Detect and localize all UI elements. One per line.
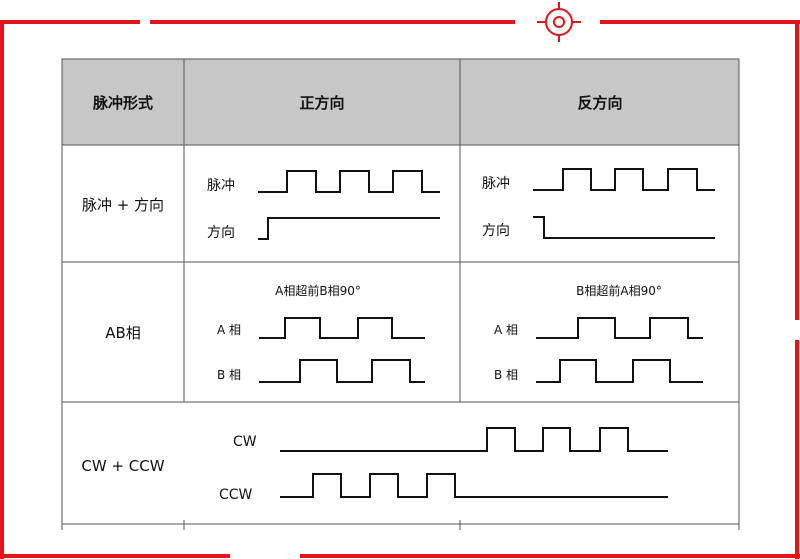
rev-a-wave xyxy=(536,317,703,339)
row-label-pulse-dir: 脉冲 + 方向 xyxy=(82,196,164,214)
rev-pulse-label: 脉冲 xyxy=(482,176,510,192)
header-background xyxy=(62,59,739,145)
fwd-b-wave xyxy=(259,359,425,383)
fwd-pulse-label: 脉冲 xyxy=(207,178,235,194)
rev-ab-caption: B相超前A相90° xyxy=(576,283,662,298)
fwd-b-label: B 相 xyxy=(217,368,241,382)
fwd-pulse-wave xyxy=(258,170,440,193)
header-forward: 正方向 xyxy=(299,94,344,112)
fwd-a-label: A 相 xyxy=(217,323,241,337)
rev-a-label: A 相 xyxy=(494,323,518,337)
red-frame xyxy=(0,20,800,559)
table-grid xyxy=(61,58,740,530)
cw-wave xyxy=(280,427,668,452)
fwd-dir-label: 方向 xyxy=(207,225,235,241)
cw-label: CW xyxy=(233,434,257,450)
rev-pulse-wave xyxy=(533,168,715,191)
ccw-label: CCW xyxy=(219,487,253,503)
header-reverse: 反方向 xyxy=(577,94,622,112)
fwd-dir-wave xyxy=(258,217,440,240)
fwd-ab-caption: A相超前B相90° xyxy=(275,283,361,298)
rev-b-wave xyxy=(536,359,703,383)
fwd-a-wave xyxy=(259,317,425,339)
crosshair-emblem-icon xyxy=(537,2,581,42)
row-label-ab: AB相 xyxy=(105,324,141,342)
rev-b-label: B 相 xyxy=(494,368,518,382)
rev-dir-wave xyxy=(533,216,715,239)
row-label-cwccw: CW + CCW xyxy=(81,457,164,475)
rev-dir-label: 方向 xyxy=(482,223,510,239)
ccw-wave xyxy=(280,473,668,498)
header-pulse-form: 脉冲形式 xyxy=(92,94,153,112)
